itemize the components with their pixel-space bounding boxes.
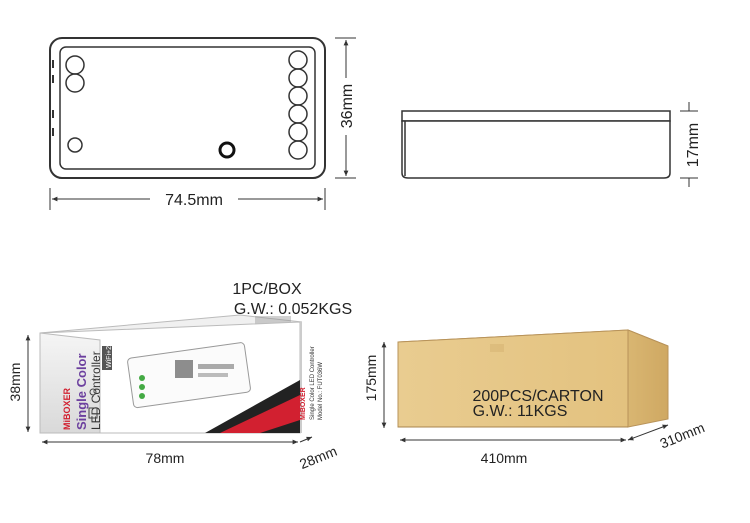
box-dimension-length: 78mm xyxy=(42,439,298,466)
box-depth-label: 28mm xyxy=(297,443,339,472)
thickness-label: 17mm xyxy=(685,123,702,167)
indicator-hole-icon xyxy=(67,137,83,153)
carton-height-label: 175mm xyxy=(363,355,379,402)
box-product-line1: Single Color xyxy=(74,353,89,430)
shipping-carton: 200PCS/CARTON G.W.: 11KGS xyxy=(397,329,669,428)
dimension-thickness: 17mm xyxy=(680,102,702,187)
phone-icon xyxy=(88,407,98,419)
button-icon xyxy=(218,141,236,159)
box-length-label: 78mm xyxy=(146,450,185,466)
carton-depth-label: 310mm xyxy=(657,419,706,451)
box-side-brand: MiBOXER xyxy=(300,387,307,420)
box-dimension-height: 38mm xyxy=(7,335,31,432)
terminal-hole-icon xyxy=(288,140,308,160)
box-qty-text: 1PC/BOX xyxy=(232,281,302,298)
dimension-height: 36mm xyxy=(335,37,356,179)
box-side-text2: Model No.: FUT036W xyxy=(318,362,324,420)
model-badge-icon xyxy=(102,346,112,370)
width-label: 74.5mm xyxy=(165,192,223,209)
carton-qty-text: 200PCS/CARTON xyxy=(472,388,603,405)
dimension-width: 74.5mm xyxy=(49,188,326,210)
carton-length-label: 410mm xyxy=(481,450,528,466)
box-brand: MiBOXER xyxy=(62,387,72,430)
mic-icon xyxy=(89,388,97,396)
carton-dimension-length: 410mm xyxy=(400,437,626,466)
box-weight-text: G.W.: 0.052KGS xyxy=(234,301,352,318)
terminal-hole-icon xyxy=(65,73,85,93)
box-model-badge: WiFi+2.4G xyxy=(106,335,113,368)
box-height-label: 38mm xyxy=(7,363,23,402)
controller-top-view xyxy=(49,37,326,179)
retail-box: MiBOXER Single Color LED Controller WiFi… xyxy=(39,314,324,434)
carton-dimension-height: 175mm xyxy=(363,342,387,428)
carton-weight-text: G.W.: 11KGS xyxy=(473,403,568,420)
box-side-text1: Single Color LED Controller xyxy=(310,346,316,420)
box-dimension-depth: 28mm xyxy=(297,436,339,472)
controller-side-view xyxy=(401,110,671,179)
height-label: 36mm xyxy=(339,84,356,128)
